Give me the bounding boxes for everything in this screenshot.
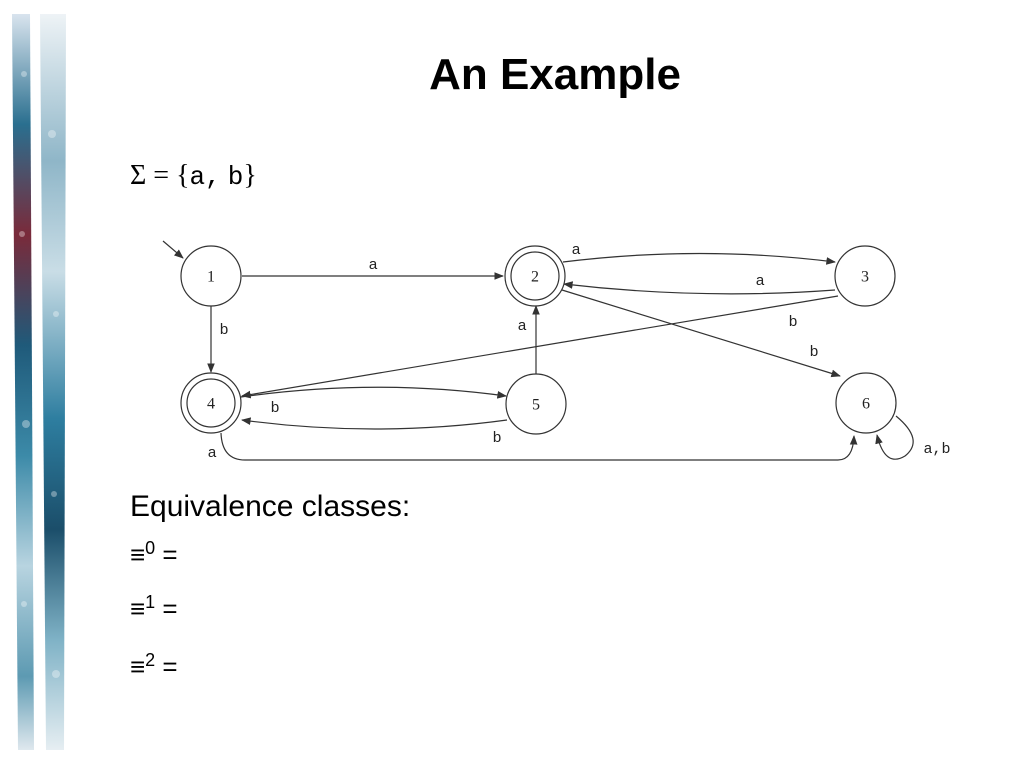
edge-2-3-label: a (572, 241, 581, 258)
edge-3-2-label: a (756, 272, 765, 289)
comma: , (205, 162, 221, 192)
edge-6-6-label: a,b (923, 441, 950, 458)
slide-title: An Example (429, 50, 681, 99)
edge-2-6 (561, 289, 841, 378)
state-4-label: 4 (207, 396, 215, 413)
alphabet-definition: Σ = {a, b} (130, 160, 257, 192)
state-5-label: 5 (532, 397, 540, 414)
edge-2-6-label: b (810, 343, 818, 360)
edge-3-4-label: b (789, 313, 797, 330)
symbol-b: b (227, 162, 244, 192)
state-1-label: 1 (207, 269, 215, 286)
edge-1-4-label: b (220, 321, 228, 338)
sigma-symbol: Σ (130, 160, 147, 191)
state-2-inner-ring (510, 251, 560, 301)
equiv-symbol: ≡ (130, 539, 146, 570)
equiv-index: 2 (145, 650, 156, 670)
equals-sign: = (162, 651, 178, 682)
state-3-label: 3 (861, 269, 869, 286)
equiv-index: 1 (145, 592, 156, 612)
equivalence-row-0: ≡0 = (130, 538, 178, 571)
decorative-side-strip (12, 14, 66, 750)
state-2-label: 2 (531, 269, 539, 286)
state-6-label: 6 (862, 396, 870, 413)
edge-2-3 (562, 252, 836, 265)
equiv-index: 0 (145, 538, 156, 558)
edge-1-2-label: a (369, 256, 378, 273)
equivalence-row-2: ≡2 = (130, 650, 178, 683)
equiv-symbol: ≡ (130, 651, 146, 682)
state-3 (834, 245, 896, 307)
symbol-a: a (189, 162, 206, 192)
close-brace: } (243, 160, 257, 191)
open-brace: { (176, 160, 190, 191)
edge-4-5 (240, 386, 507, 399)
equivalence-heading: Equivalence classes: (130, 490, 411, 523)
state-6 (835, 372, 897, 434)
state-4-inner-ring (186, 378, 236, 428)
edge-3-4 (241, 295, 839, 399)
equivalence-row-1: ≡1 = (130, 592, 178, 625)
edge-4-6 (220, 432, 858, 461)
edge-4-6-label: a (208, 444, 217, 461)
edge-5-2-label: a (518, 317, 527, 334)
edge-5-4-label: b (493, 429, 501, 446)
state-1 (180, 245, 242, 307)
equals-sign: = (162, 593, 178, 624)
edge-3-2 (563, 281, 836, 295)
dfa-diagram: 1 2 3 4 5 6 a b a a b b b b a a a,b (162, 240, 951, 461)
edge-5-4 (241, 417, 508, 430)
equals-sign: = (162, 539, 178, 570)
start-arrow (162, 240, 184, 259)
equiv-symbol: ≡ (130, 593, 146, 624)
equals-sign: = (153, 160, 170, 191)
state-5 (505, 373, 567, 435)
edge-6-6 (875, 415, 914, 460)
edge-4-5-label: b (271, 399, 279, 416)
